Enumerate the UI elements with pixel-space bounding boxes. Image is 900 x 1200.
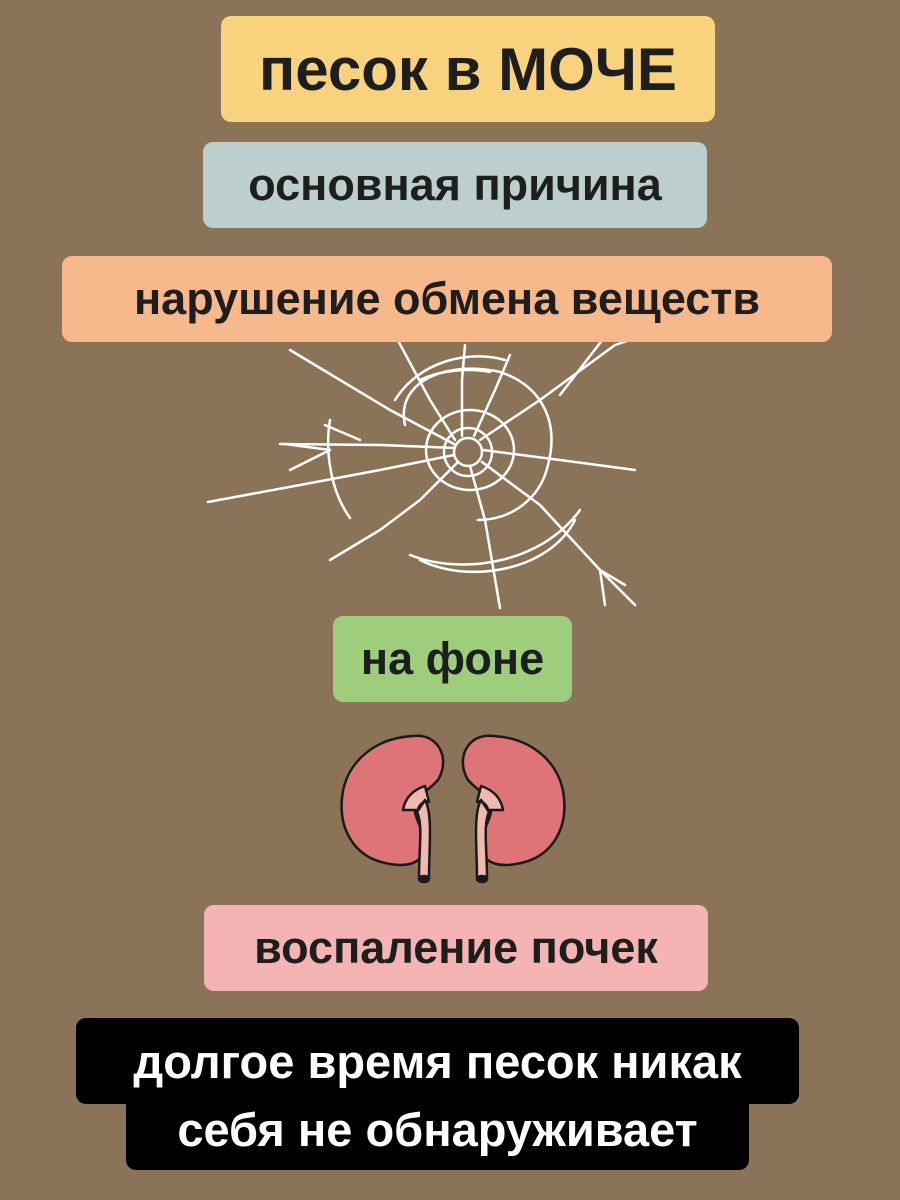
cause-label: основная причина bbox=[203, 142, 707, 228]
right-kidney-icon bbox=[461, 734, 566, 884]
caption-line-2: себя не обнаруживает bbox=[177, 1103, 698, 1156]
caption-line-1: долгое время песок никак bbox=[133, 1035, 742, 1088]
title-label: песок в МОЧЕ bbox=[221, 16, 715, 122]
caption-box: долгое время песок никак себя не обнаруж… bbox=[76, 1018, 799, 1170]
background-label: на фоне bbox=[333, 616, 572, 702]
metabolism-label: нарушение обмена веществ bbox=[62, 256, 832, 342]
inflammation-label: воспаление почек bbox=[204, 905, 708, 991]
left-kidney-icon bbox=[340, 734, 445, 884]
kidneys-icon bbox=[340, 734, 566, 884]
